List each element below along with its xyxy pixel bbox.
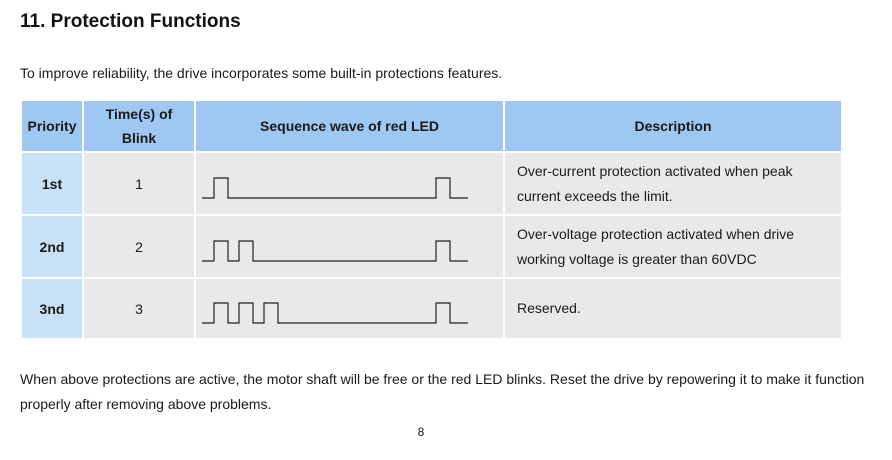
header-blink-times: Time(s) of Blink (82, 99, 196, 153)
table-header-row: Priority Time(s) of Blink Sequence wave … (20, 99, 843, 153)
wave-cell (194, 214, 505, 279)
header-priority: Priority (20, 99, 84, 153)
description-cell: Over-current protection activated when p… (503, 151, 843, 216)
blink-count-cell: 3 (82, 277, 196, 340)
priority-cell: 1st (20, 151, 84, 216)
led-wave-diagram (202, 239, 468, 262)
footer-note: When above protections are active, the m… (20, 371, 865, 412)
header-description: Description (503, 99, 843, 153)
priority-cell: 3nd (20, 277, 84, 340)
intro-text: To improve reliability, the drive incorp… (20, 65, 503, 81)
description-cell: Over-voltage protection activated when d… (503, 214, 843, 279)
header-blink-line1: Time(s) of (105, 106, 173, 122)
wave-cell (194, 277, 505, 340)
priority-cell: 2nd (20, 214, 84, 279)
led-pulse-wave (202, 301, 468, 324)
table-row: 2nd 2 Over-voltage protection activated … (20, 214, 843, 279)
section-heading: 11. Protection Functions (20, 11, 241, 32)
description-cell: Reserved. (503, 277, 843, 340)
led-wave-diagram (202, 301, 468, 324)
blink-count-cell: 2 (82, 214, 196, 279)
table-row: 3nd 3 Reserved. (20, 277, 843, 340)
protection-table: Priority Time(s) of Blink Sequence wave … (20, 99, 843, 340)
header-wave: Sequence wave of red LED (194, 99, 505, 153)
table-row: 1st 1 Over-current protection activated … (20, 151, 843, 216)
page-number: 8 (417, 425, 425, 439)
header-blink-line2: Blink (121, 130, 157, 146)
led-pulse-wave (202, 239, 468, 262)
led-wave-diagram (202, 176, 468, 199)
led-pulse-wave (202, 176, 468, 199)
blink-count-cell: 1 (82, 151, 196, 216)
wave-cell (194, 151, 505, 216)
